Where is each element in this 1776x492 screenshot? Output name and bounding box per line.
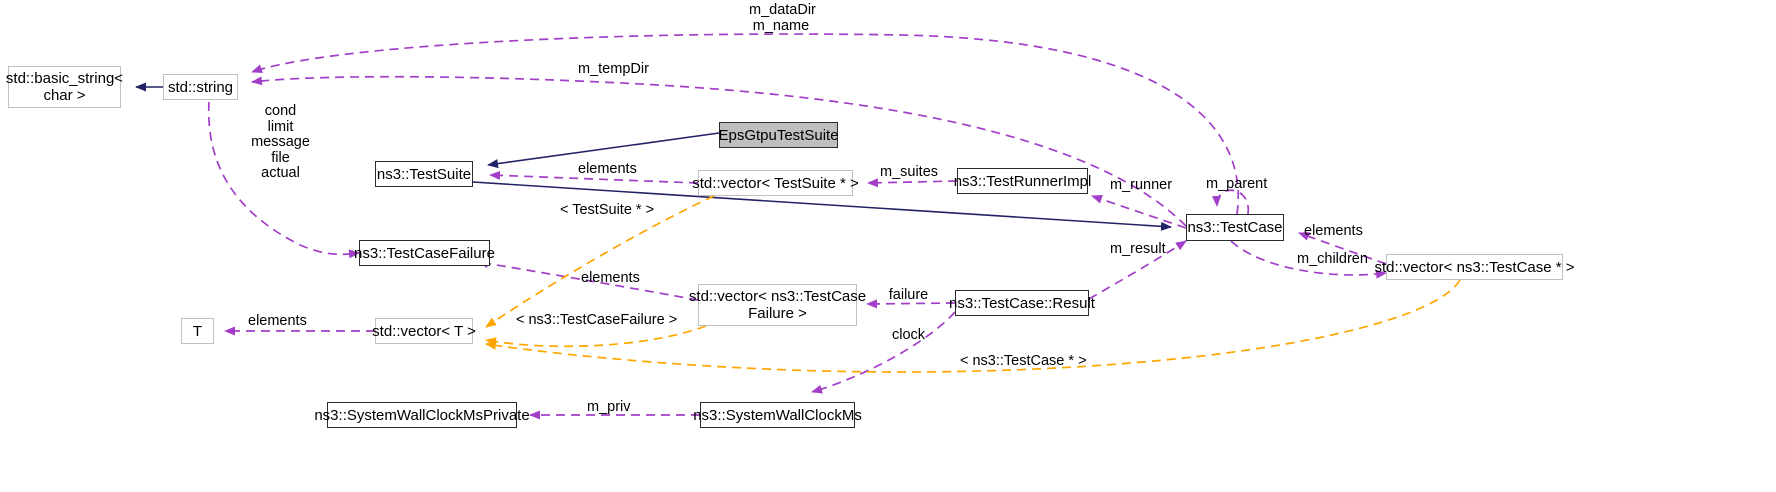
node-ns3-testcase-result[interactable]: ns3::TestCase::Result	[949, 290, 1095, 316]
edge-label-failure: failure	[888, 287, 929, 303]
node-ns3-testsuite[interactable]: ns3::TestSuite	[375, 161, 473, 187]
node-ns3-testcase[interactable]: ns3::TestCase	[1186, 214, 1284, 241]
node-template-parameter-t[interactable]: T	[181, 318, 214, 344]
edge-label-template-testsuite-ptr: < TestSuite * >	[560, 202, 655, 218]
edge-label-elements-testcase: elements	[1304, 223, 1363, 239]
edge-label-elements-t: elements	[248, 313, 307, 329]
node-std-vector-ns3-testcasefailure[interactable]: std::vector< ns3::TestCase Failure >	[689, 284, 866, 326]
node-ns3-testrunnerimpl[interactable]: ns3::TestRunnerImpl	[954, 168, 1091, 194]
edge-label-elements-testsuite: elements	[578, 161, 637, 177]
edge-label-clock: clock	[891, 327, 926, 343]
edge-label-m-priv: m_priv	[587, 399, 631, 415]
node-std-vector-t[interactable]: std::vector< T >	[372, 318, 476, 344]
edge-label-m-tempdir: m_tempDir	[578, 61, 649, 77]
edge-tmpl-failure	[485, 325, 707, 348]
node-ns3-systemwallclockmsprivate[interactable]: ns3::SystemWallClockMsPrivate	[314, 402, 530, 428]
edge-label-m-result: m_result	[1110, 241, 1166, 257]
node-epsgtputestsuite[interactable]: EpsGtpuTestSuite	[718, 122, 839, 148]
node-ns3-testcasefailure[interactable]: ns3::TestCaseFailure	[354, 240, 495, 266]
node-std-vector-testsuite-ptr[interactable]: std::vector< TestSuite * >	[692, 170, 859, 196]
edge-label-m-runner: m_runner	[1110, 177, 1173, 193]
node-ns3-systemwallclockms[interactable]: ns3::SystemWallClockMs	[693, 402, 862, 428]
edge-m_runner	[1091, 194, 1187, 229]
node-std-vector-ns3-testcase-ptr[interactable]: std::vector< ns3::TestCase * >	[1374, 254, 1575, 280]
edge-label-elements-failure: elements	[581, 270, 640, 286]
edge-label-template-testcase-ptr: < ns3::TestCase * >	[960, 353, 1087, 369]
edge-label-template-testcasefailure: < ns3::TestCaseFailure >	[516, 312, 678, 328]
node-std-string[interactable]: std::string	[163, 74, 238, 100]
edge-label-m-parent: m_parent	[1206, 176, 1268, 192]
edge-label-m-children: m_children	[1297, 251, 1368, 267]
edge-m_suites	[867, 178, 958, 188]
edge-m_parent-self	[1212, 189, 1249, 215]
node-std-basic-string[interactable]: std::basic_string< char >	[6, 66, 123, 108]
edge-label-m-suites: m_suites	[880, 164, 939, 180]
edge-m_tempDir	[251, 75, 1187, 227]
edge-label-cond-limit-message-file-actual: cond limit message file actual	[251, 103, 310, 181]
edge-label-m-datadir-m-name: m_dataDir m_name	[749, 2, 816, 34]
